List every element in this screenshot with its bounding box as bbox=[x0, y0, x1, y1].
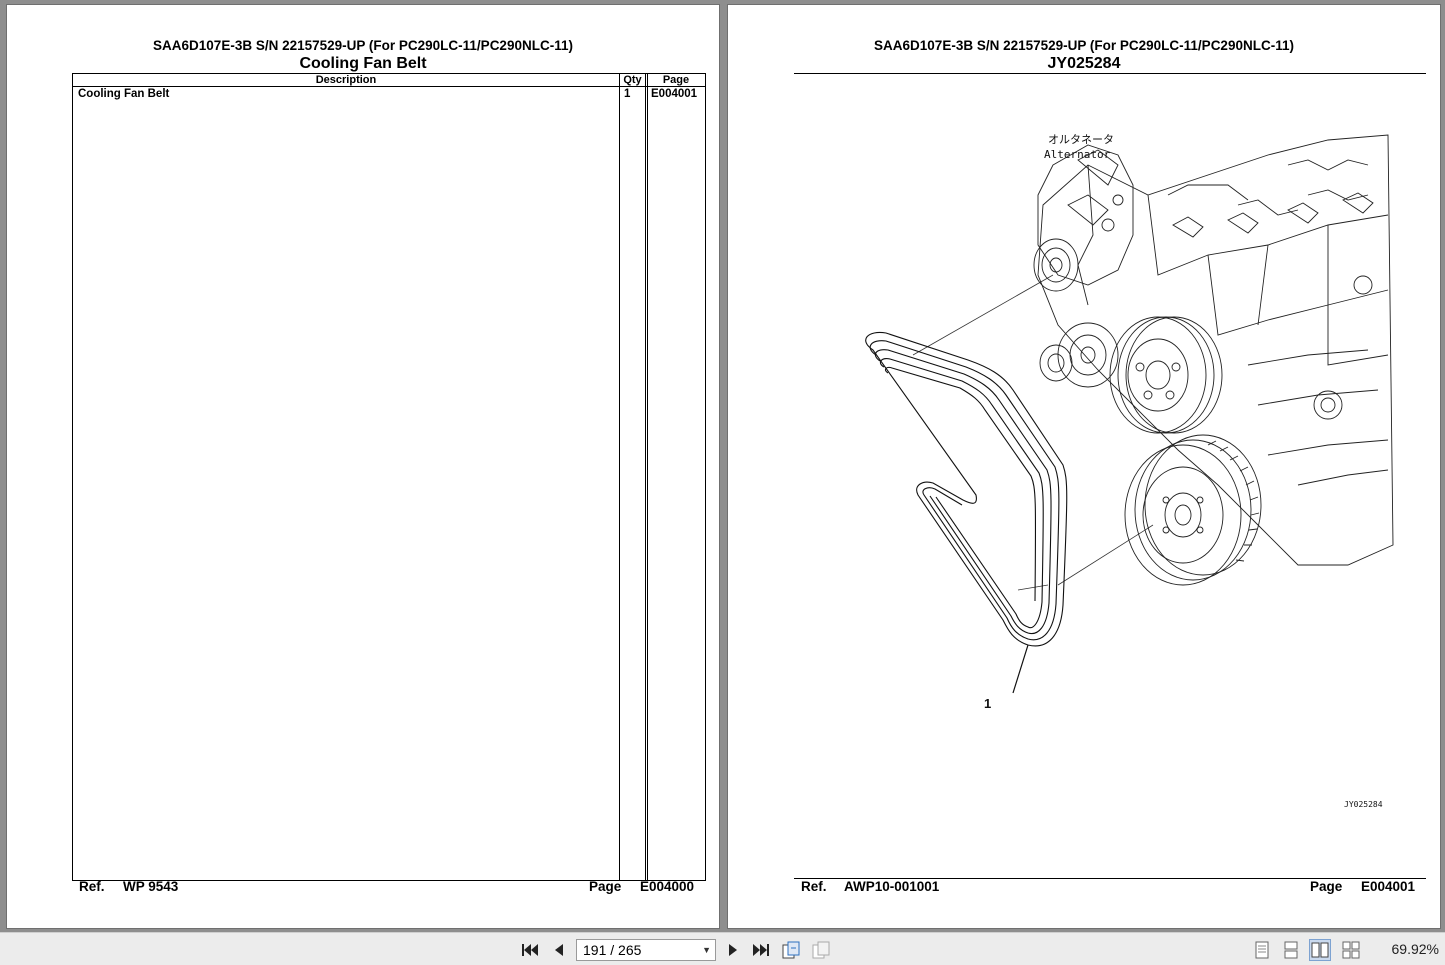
page-left: SAA6D107E-3B S/N 22157529-UP (For PC290L… bbox=[7, 5, 719, 928]
fit-page-icon[interactable] bbox=[780, 939, 802, 961]
single-page-view-icon[interactable] bbox=[1251, 939, 1273, 961]
page-right: SAA6D107E-3B S/N 22157529-UP (For PC290L… bbox=[728, 5, 1440, 928]
footer-rule bbox=[794, 878, 1426, 879]
right-page-value: E004001 bbox=[1361, 879, 1416, 894]
continuous-view-icon[interactable] bbox=[1280, 939, 1302, 961]
two-page-view-icon[interactable] bbox=[1309, 939, 1331, 961]
navigation-toolbar: 191 / 265 ▼ 69.92% bbox=[0, 932, 1445, 965]
page-indicator: 191 / 265 bbox=[583, 942, 642, 958]
right-page-title: JY025284 bbox=[1047, 55, 1121, 72]
right-page-subtitle: SAA6D107E-3B S/N 22157529-UP (For PC290L… bbox=[874, 38, 1294, 53]
left-page-subtitle: SAA6D107E-3B S/N 22157529-UP (For PC290L… bbox=[153, 38, 573, 53]
chevron-down-icon: ▼ bbox=[702, 945, 711, 955]
column-header-qty: Qty bbox=[623, 74, 642, 86]
first-page-icon[interactable] bbox=[519, 939, 541, 961]
left-page-label: Page bbox=[589, 879, 622, 894]
diagram-label-en: Alternator bbox=[1044, 148, 1111, 161]
left-ref-value: WP 9543 bbox=[123, 879, 179, 894]
column-header-page: Page bbox=[662, 74, 690, 86]
prev-page-icon[interactable] bbox=[548, 939, 570, 961]
document-viewer: SAA6D107E-3B S/N 22157529-UP (For PC290L… bbox=[7, 5, 1440, 928]
right-ref-label: Ref. bbox=[801, 879, 827, 894]
fit-width-icon[interactable] bbox=[810, 939, 832, 961]
callout-number[interactable]: 1 bbox=[984, 696, 991, 711]
header-rule bbox=[794, 73, 1426, 74]
figure-code: JY025284 bbox=[1344, 800, 1383, 809]
right-ref-value: AWP10-001001 bbox=[844, 879, 940, 894]
right-page-label: Page bbox=[1310, 879, 1343, 894]
left-page-title: Cooling Fan Belt bbox=[299, 55, 427, 72]
cooling-fan-belt-diagram: オルタネータ Alternator 1 JY025284 bbox=[865, 133, 1394, 809]
last-page-icon[interactable] bbox=[750, 939, 772, 961]
row-page-link[interactable]: E004001 bbox=[651, 88, 698, 100]
diagram-label-jp: オルタネータ bbox=[1048, 133, 1114, 146]
left-page-value: E004000 bbox=[640, 879, 695, 894]
left-ref-label: Ref. bbox=[79, 879, 105, 894]
zoom-level[interactable]: 69.92% bbox=[1391, 941, 1439, 957]
page-number-select[interactable]: 191 / 265 ▼ bbox=[576, 939, 716, 961]
column-header-description: Description bbox=[315, 74, 377, 86]
next-page-icon[interactable] bbox=[722, 939, 744, 961]
two-page-continuous-icon[interactable] bbox=[1340, 939, 1362, 961]
row-description: Cooling Fan Belt bbox=[78, 88, 170, 100]
row-qty: 1 bbox=[624, 88, 631, 100]
parts-table: Description Qty Page Cooling Fan Belt 1 … bbox=[72, 73, 706, 881]
